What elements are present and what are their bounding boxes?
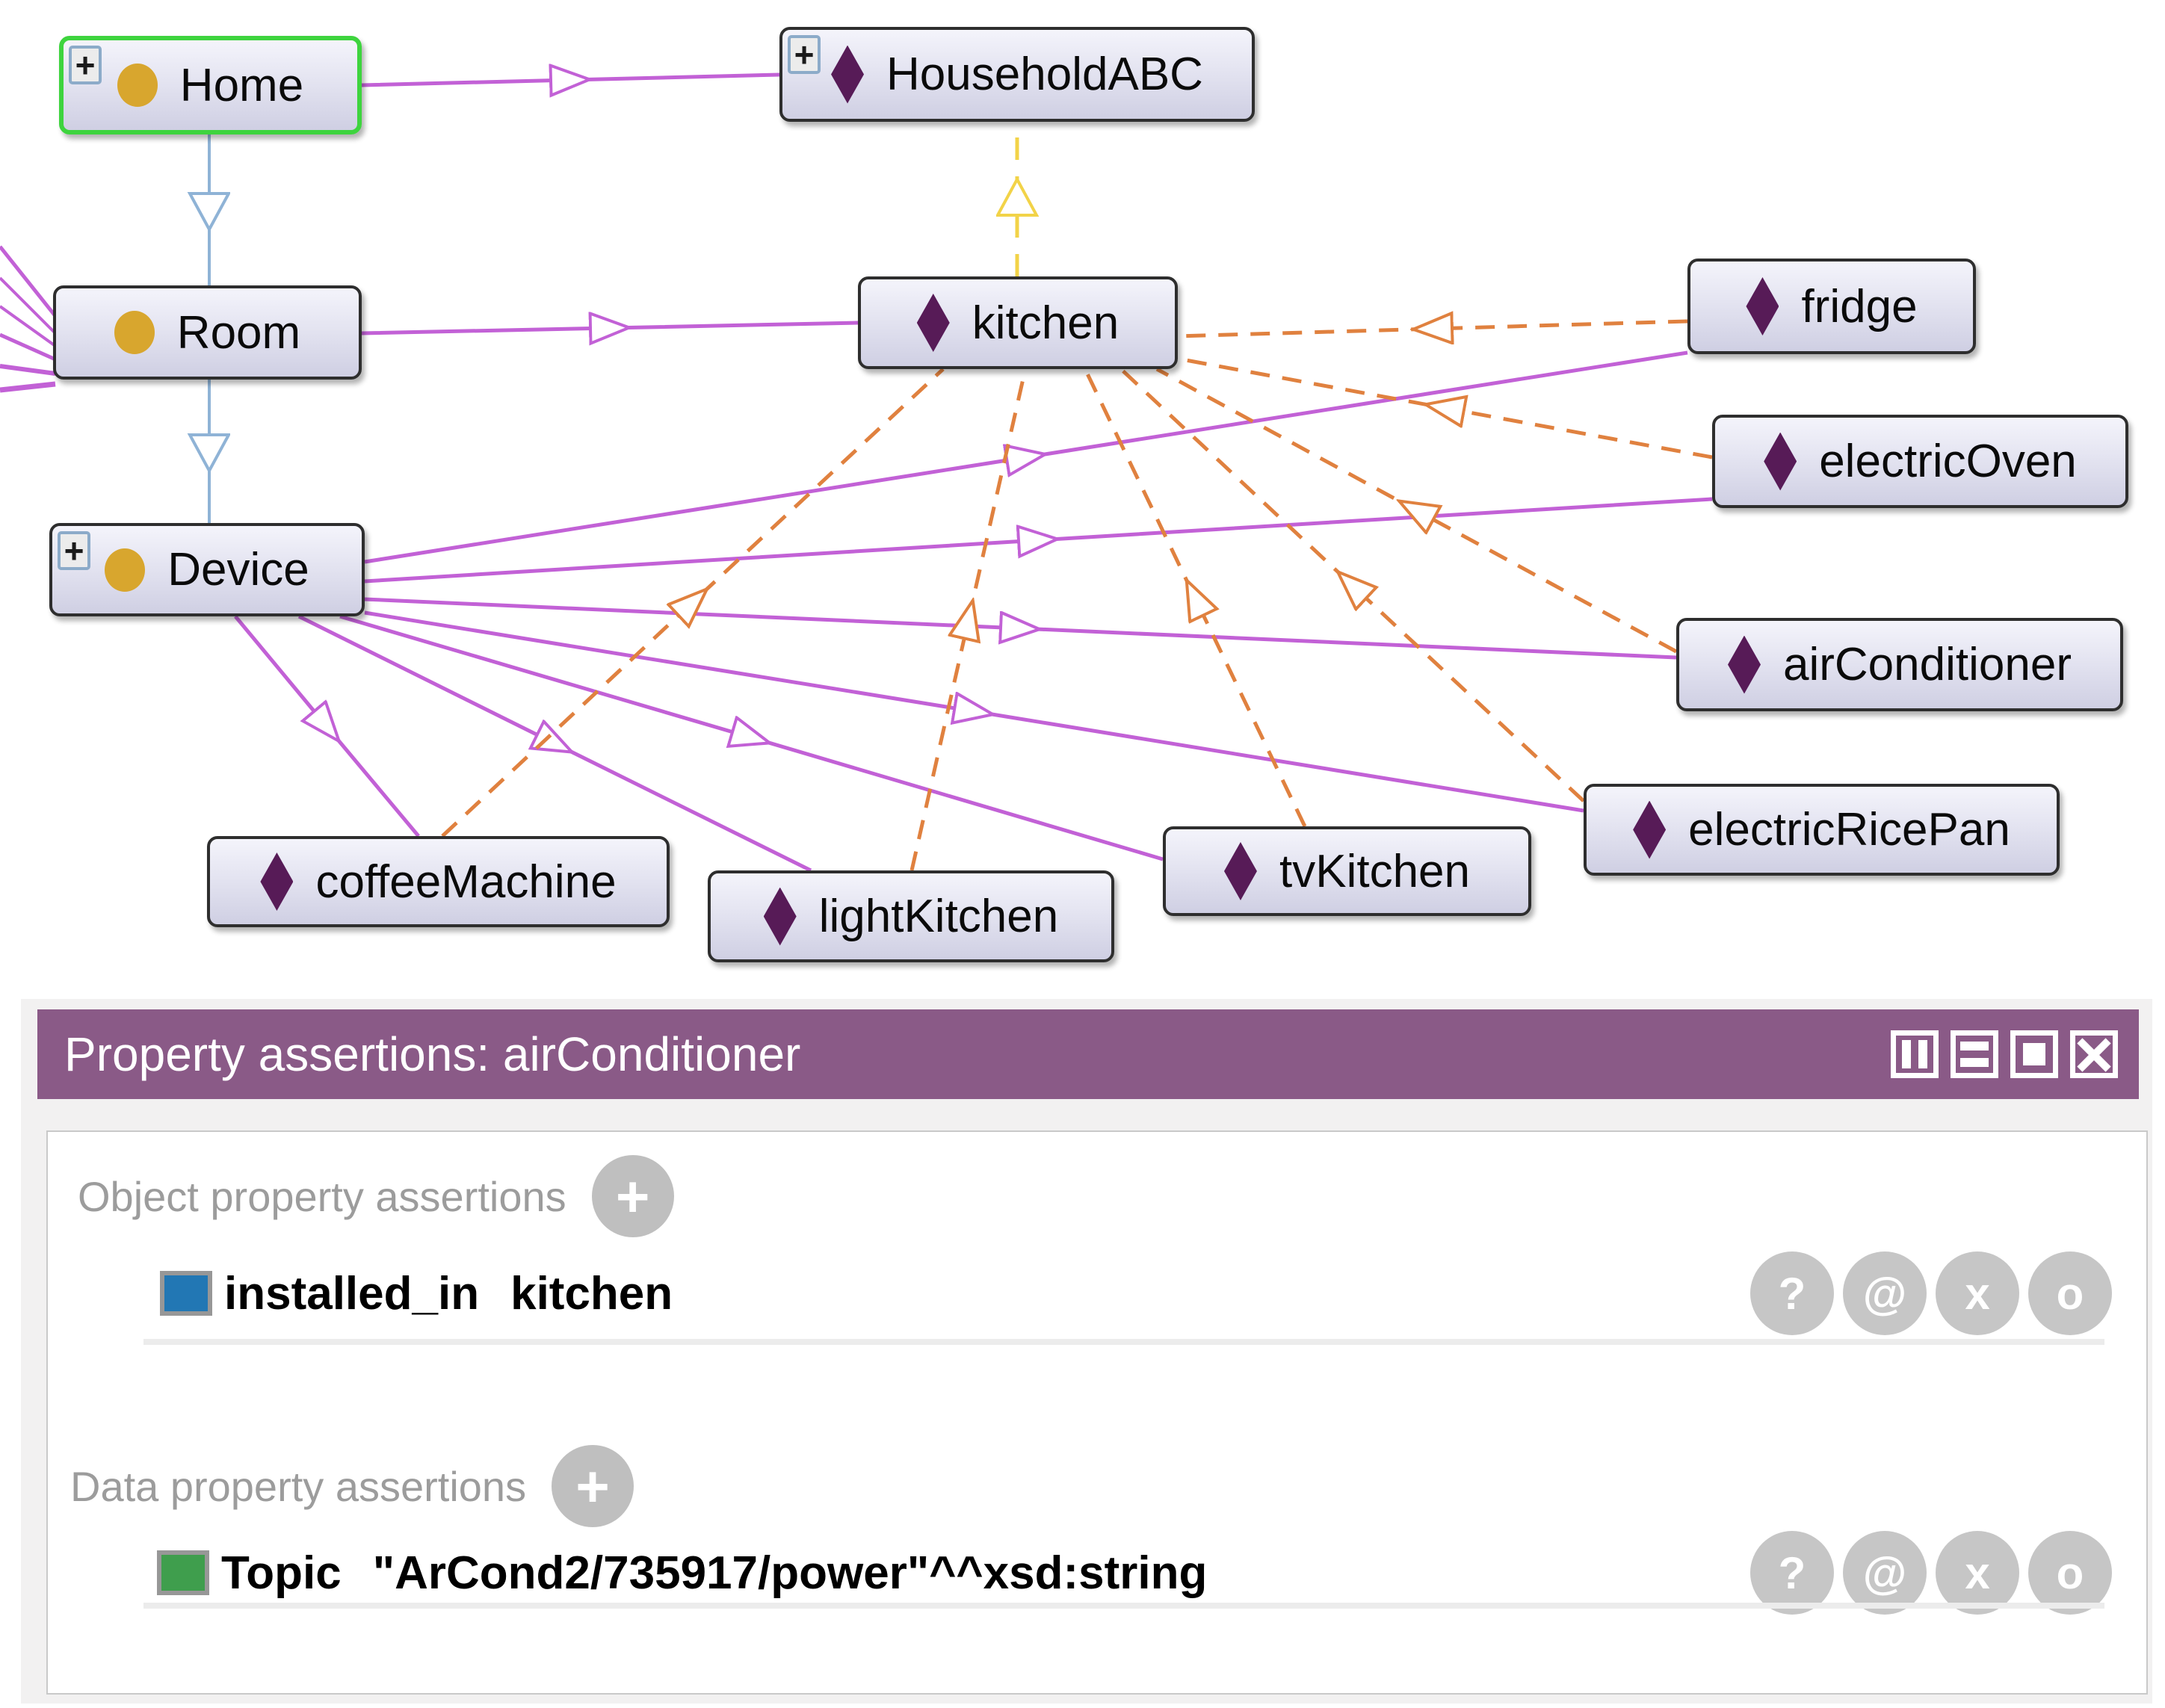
edit-icon[interactable]: o (2028, 1251, 2112, 1335)
node-label: electricOven (1819, 436, 2077, 487)
object-assertion-row[interactable]: installed_in kitchen ? @ x o (160, 1250, 2112, 1337)
node-label: HouseholdABC (886, 49, 1203, 100)
delete-icon[interactable]: x (1936, 1251, 2019, 1335)
graph-node-tvkitchen[interactable]: tvKitchen (1163, 826, 1531, 916)
edge-layer (0, 0, 1713, 873)
class-icon (105, 548, 146, 592)
close-icon[interactable] (2070, 1030, 2118, 1078)
explain-icon[interactable]: ? (1750, 1251, 1834, 1335)
maximize-icon[interactable] (2010, 1030, 2058, 1078)
graph-node-fridge[interactable]: fridge (1687, 259, 1976, 354)
object-assertions-label: Object property assertions (78, 1172, 566, 1220)
delete-icon[interactable]: x (1936, 1531, 2019, 1615)
expand-icon[interactable]: + (69, 46, 102, 84)
ontograf-canvas[interactable]: + Home + HouseholdABC Room kitchen fridg… (0, 0, 2165, 997)
data-assertions-section-header: Data property assertions + (70, 1443, 634, 1529)
class-icon (114, 311, 155, 354)
split-vertical-icon[interactable] (1891, 1030, 1939, 1078)
panel-header: Property assertions: airConditioner (37, 1009, 2139, 1099)
graph-node-home[interactable]: + Home (59, 36, 362, 134)
explain-icon[interactable]: ? (1750, 1531, 1834, 1615)
row-actions: ? @ x o (1750, 1251, 2112, 1335)
panel-body: Object property assertions + installed_i… (46, 1130, 2148, 1695)
individual-icon (1633, 800, 1667, 859)
assertion-property: installed_in (224, 1267, 480, 1319)
node-label: tvKitchen (1279, 845, 1471, 897)
node-label: Device (167, 544, 309, 595)
node-label: fridge (1801, 280, 1918, 332)
data-assertions-label: Data property assertions (70, 1462, 527, 1510)
graph-node-electricricepan[interactable]: electricRicePan (1584, 784, 2060, 876)
row-separator (143, 1603, 2104, 1609)
node-label: electricRicePan (1688, 804, 2010, 855)
data-property-swatch-icon (157, 1550, 209, 1595)
individual-icon (1746, 277, 1779, 335)
node-label: coffeeMachine (315, 855, 617, 908)
row-separator (143, 1339, 2104, 1345)
node-label: lightKitchen (818, 891, 1059, 942)
row-actions: ? @ x o (1750, 1531, 2112, 1615)
individual-icon (1223, 842, 1257, 900)
annotate-icon[interactable]: @ (1843, 1251, 1927, 1335)
expand-icon[interactable]: + (58, 531, 90, 570)
node-label: kitchen (972, 297, 1119, 349)
node-label: Home (179, 59, 304, 111)
split-horizontal-icon[interactable] (1951, 1030, 1998, 1078)
annotate-icon[interactable]: @ (1843, 1531, 1927, 1615)
expand-icon[interactable]: + (788, 35, 821, 74)
assertion-property: Topic (221, 1547, 342, 1599)
graph-node-lightkitchen[interactable]: lightKitchen (708, 870, 1114, 962)
window-controls (1891, 1009, 2118, 1099)
individual-icon (260, 853, 294, 911)
node-label: airConditioner (1783, 639, 2072, 690)
property-assertions-panel: Property assertions: airConditioner Obje… (21, 999, 2152, 1704)
graph-node-kitchen[interactable]: kitchen (858, 276, 1178, 369)
assertion-value: kitchen (510, 1267, 673, 1319)
graph-node-device[interactable]: + Device (49, 523, 365, 616)
class-icon (117, 64, 158, 107)
add-data-assertion-button[interactable]: + (552, 1445, 634, 1527)
node-label: Room (176, 306, 301, 359)
individual-icon (1764, 432, 1797, 491)
object-assertions-section-header: Object property assertions + (78, 1153, 674, 1240)
graph-node-room[interactable]: Room (53, 285, 362, 380)
panel-title: Property assertions: airConditioner (64, 1027, 801, 1081)
object-property-swatch-icon (160, 1271, 212, 1316)
individual-icon (763, 887, 797, 946)
graph-node-coffeemachine[interactable]: coffeeMachine (207, 836, 670, 927)
individual-icon (1728, 635, 1761, 694)
individual-icon (831, 45, 865, 104)
data-assertion-row[interactable]: Topic "ArCond2/735917/power"^^xsd:string… (157, 1529, 2112, 1616)
add-object-assertion-button[interactable]: + (591, 1155, 674, 1237)
graph-node-airconditioner[interactable]: airConditioner (1676, 618, 2123, 711)
graph-node-electricoven[interactable]: electricOven (1712, 415, 2128, 508)
graph-node-householdabc[interactable]: + HouseholdABC (779, 27, 1255, 122)
individual-icon (916, 294, 950, 352)
assertion-value: "ArCond2/735917/power"^^xsd:string (372, 1547, 1208, 1599)
edit-icon[interactable]: o (2028, 1531, 2112, 1615)
